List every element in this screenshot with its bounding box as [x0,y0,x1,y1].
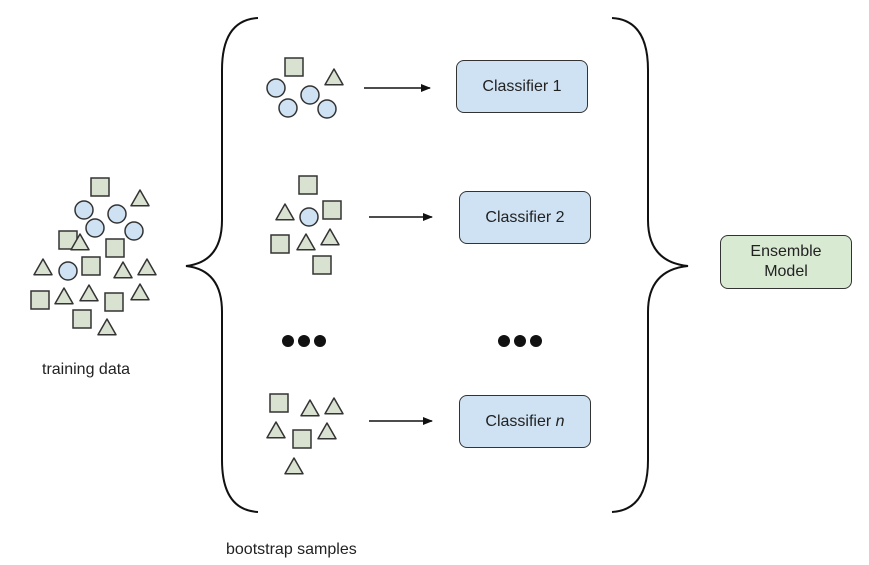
classifier-1-box: Classifier 1 [456,60,588,113]
classifier-1-label: Classifier 1 [482,77,562,95]
circle-shape [107,204,127,224]
circle-shape [278,98,298,118]
square-shape [298,175,318,195]
ensemble-model-line2: Model [764,263,808,280]
bootstrap-sample-1 [266,57,344,119]
triangle-shape [266,421,286,439]
classifier-n-label: Classifier n [485,412,565,430]
training-data-label: training data [42,361,131,378]
square-shape [270,234,290,254]
circle-shape [299,207,319,227]
left-brace [185,17,259,513]
triangle-shape [324,397,344,415]
triangle-shape [300,399,320,417]
circle-shape [266,78,286,98]
triangle-shape [130,283,150,301]
square-shape [322,200,342,220]
square-shape [30,290,50,310]
right-brace [611,17,689,513]
samples-ellipsis [282,335,326,347]
classifier-2-box: Classifier 2 [459,191,591,244]
triangle-shape [70,233,90,251]
square-shape [104,292,124,312]
square-shape [312,255,332,275]
training-data-cluster [30,177,157,336]
triangle-shape [130,189,150,207]
triangle-shape [97,318,117,336]
triangle-shape [33,258,53,276]
circle-shape [300,85,320,105]
triangle-shape [79,284,99,302]
square-shape [292,429,312,449]
classifier-n-box: Classifier n [459,395,591,448]
circle-shape [85,218,105,238]
triangle-shape [324,68,344,86]
ensemble-model-line1: Ensemble [750,243,822,260]
circle-shape [74,200,94,220]
triangle-shape [296,233,316,251]
square-shape [269,393,289,413]
square-shape [90,177,110,197]
circle-shape [58,261,78,281]
triangle-shape [137,258,157,276]
triangle-shape [320,228,340,246]
square-shape [105,238,125,258]
bootstrap-samples-label: bootstrap samples [226,541,357,558]
classifier-2-label: Classifier 2 [485,208,565,226]
bootstrap-sample-2 [270,175,342,275]
square-shape [72,309,92,329]
triangle-shape [317,422,337,440]
triangle-shape [113,261,133,279]
circle-shape [124,221,144,241]
triangle-shape [275,203,295,221]
bootstrap-sample-n [266,393,344,475]
square-shape [284,57,304,77]
triangle-shape [284,457,304,475]
square-shape [81,256,101,276]
classifiers-ellipsis [498,335,542,347]
ensemble-model-box: Ensemble Model [720,235,852,289]
triangle-shape [54,287,74,305]
circle-shape [317,99,337,119]
